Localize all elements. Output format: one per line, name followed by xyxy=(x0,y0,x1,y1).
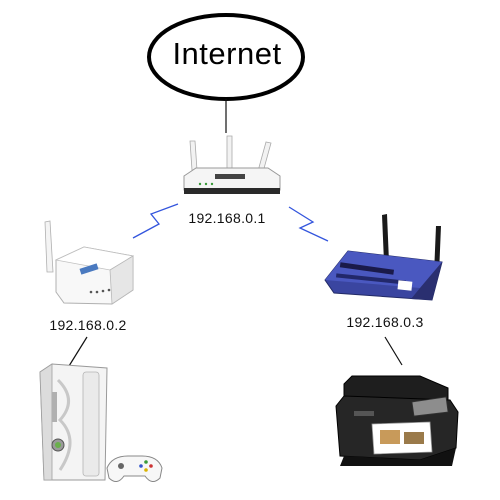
white-wifi-router-icon xyxy=(183,135,281,194)
game-console-with-controller-icon xyxy=(39,363,163,482)
white-access-point-icon xyxy=(44,220,135,305)
console-wired-link xyxy=(68,336,88,367)
wireless-link-right xyxy=(288,206,329,242)
inkjet-printer-icon xyxy=(335,375,459,466)
main-router-ip-label: 192.168.0.1 xyxy=(188,210,266,226)
right-router-ip-label: 192.168.0.3 xyxy=(346,314,424,330)
wireless-link-left xyxy=(132,203,179,239)
printer-wired-link xyxy=(384,336,403,366)
internet-label: Internet xyxy=(172,36,282,71)
blue-linksys-router-icon xyxy=(324,214,443,301)
left-router-ip-label: 192.168.0.2 xyxy=(49,317,127,333)
